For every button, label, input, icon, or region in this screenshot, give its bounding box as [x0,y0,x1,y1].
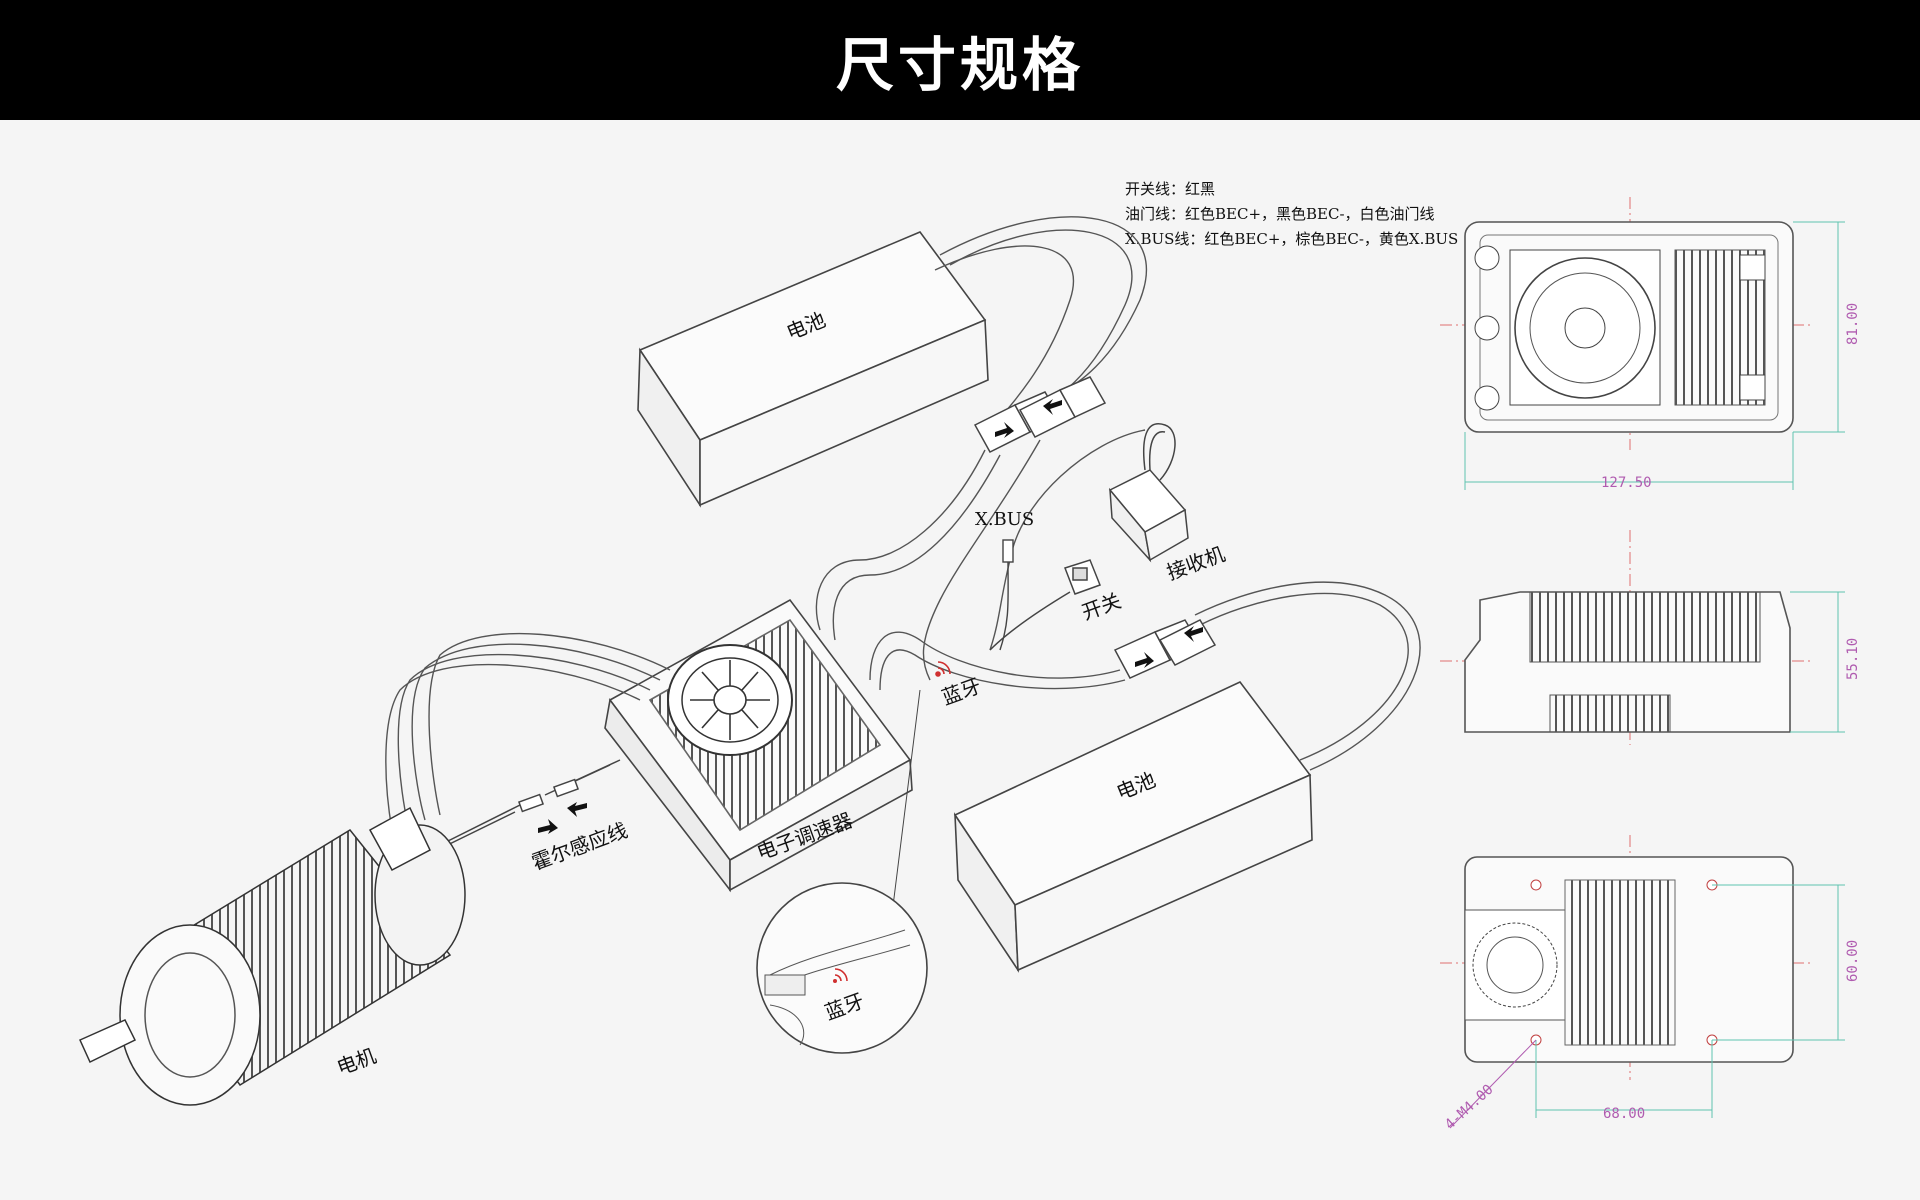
switch [989,559,1101,651]
hall-sensor-label: 霍尔感应线 [529,818,631,875]
side-view-drawing [1440,530,1845,745]
receiver [1108,423,1189,563]
hall-sensor-cable [424,759,621,857]
esc-battery-cable-bottom [869,631,1126,691]
hall-arrow-out [567,802,587,817]
xt-connector-top [973,376,1107,453]
bottom-view-drawing [1440,835,1845,1129]
dim-screw-spec: 4-M4.00 [1442,1082,1497,1133]
esc-body [604,598,913,893]
dim-side-height: 55.10 [1845,638,1861,680]
note-switch-wire: 开关线：红黑 [1125,180,1216,198]
battery-top [637,231,989,508]
receiver-label: 接收机 [1164,542,1229,585]
battery-bottom-cables [1194,581,1421,771]
bluetooth-label: 蓝牙 [939,673,985,709]
esc-battery-cable-top [815,439,1041,681]
xbus-label: X.BUS [975,509,1034,530]
motor [79,806,466,1106]
dim-top-height: 81.00 [1845,303,1861,345]
header-bar: 尺寸规格 [0,0,1920,120]
note-xbus-wire: X.BUS线：红色BEC+，棕色BEC-，黄色X.BUS [1125,230,1459,248]
top-view-drawing [1440,197,1845,490]
dim-bottom-hole-width: 68.00 [1603,1106,1645,1122]
page-title: 尺寸规格 [835,31,1084,99]
battery-bottom [953,681,1313,973]
dim-bottom-hole-height: 60.00 [1845,940,1861,982]
battery-top-cables [934,216,1147,431]
motor-phase-wires [385,632,671,831]
motor-label: 电机 [334,1043,380,1079]
hall-arrow-in [538,819,558,834]
dim-top-width: 127.50 [1601,475,1652,491]
switch-label: 开关 [1079,588,1125,624]
bluetooth-signal-icon [935,661,951,677]
xbus-plug [999,539,1014,651]
xt-connector-bottom [1113,619,1217,679]
note-throttle-wire: 油门线：红色BEC+，黑色BEC-，白色油门线 [1125,205,1435,223]
receiver-cable [989,429,1146,651]
bluetooth-zoom-circle [756,882,928,1054]
